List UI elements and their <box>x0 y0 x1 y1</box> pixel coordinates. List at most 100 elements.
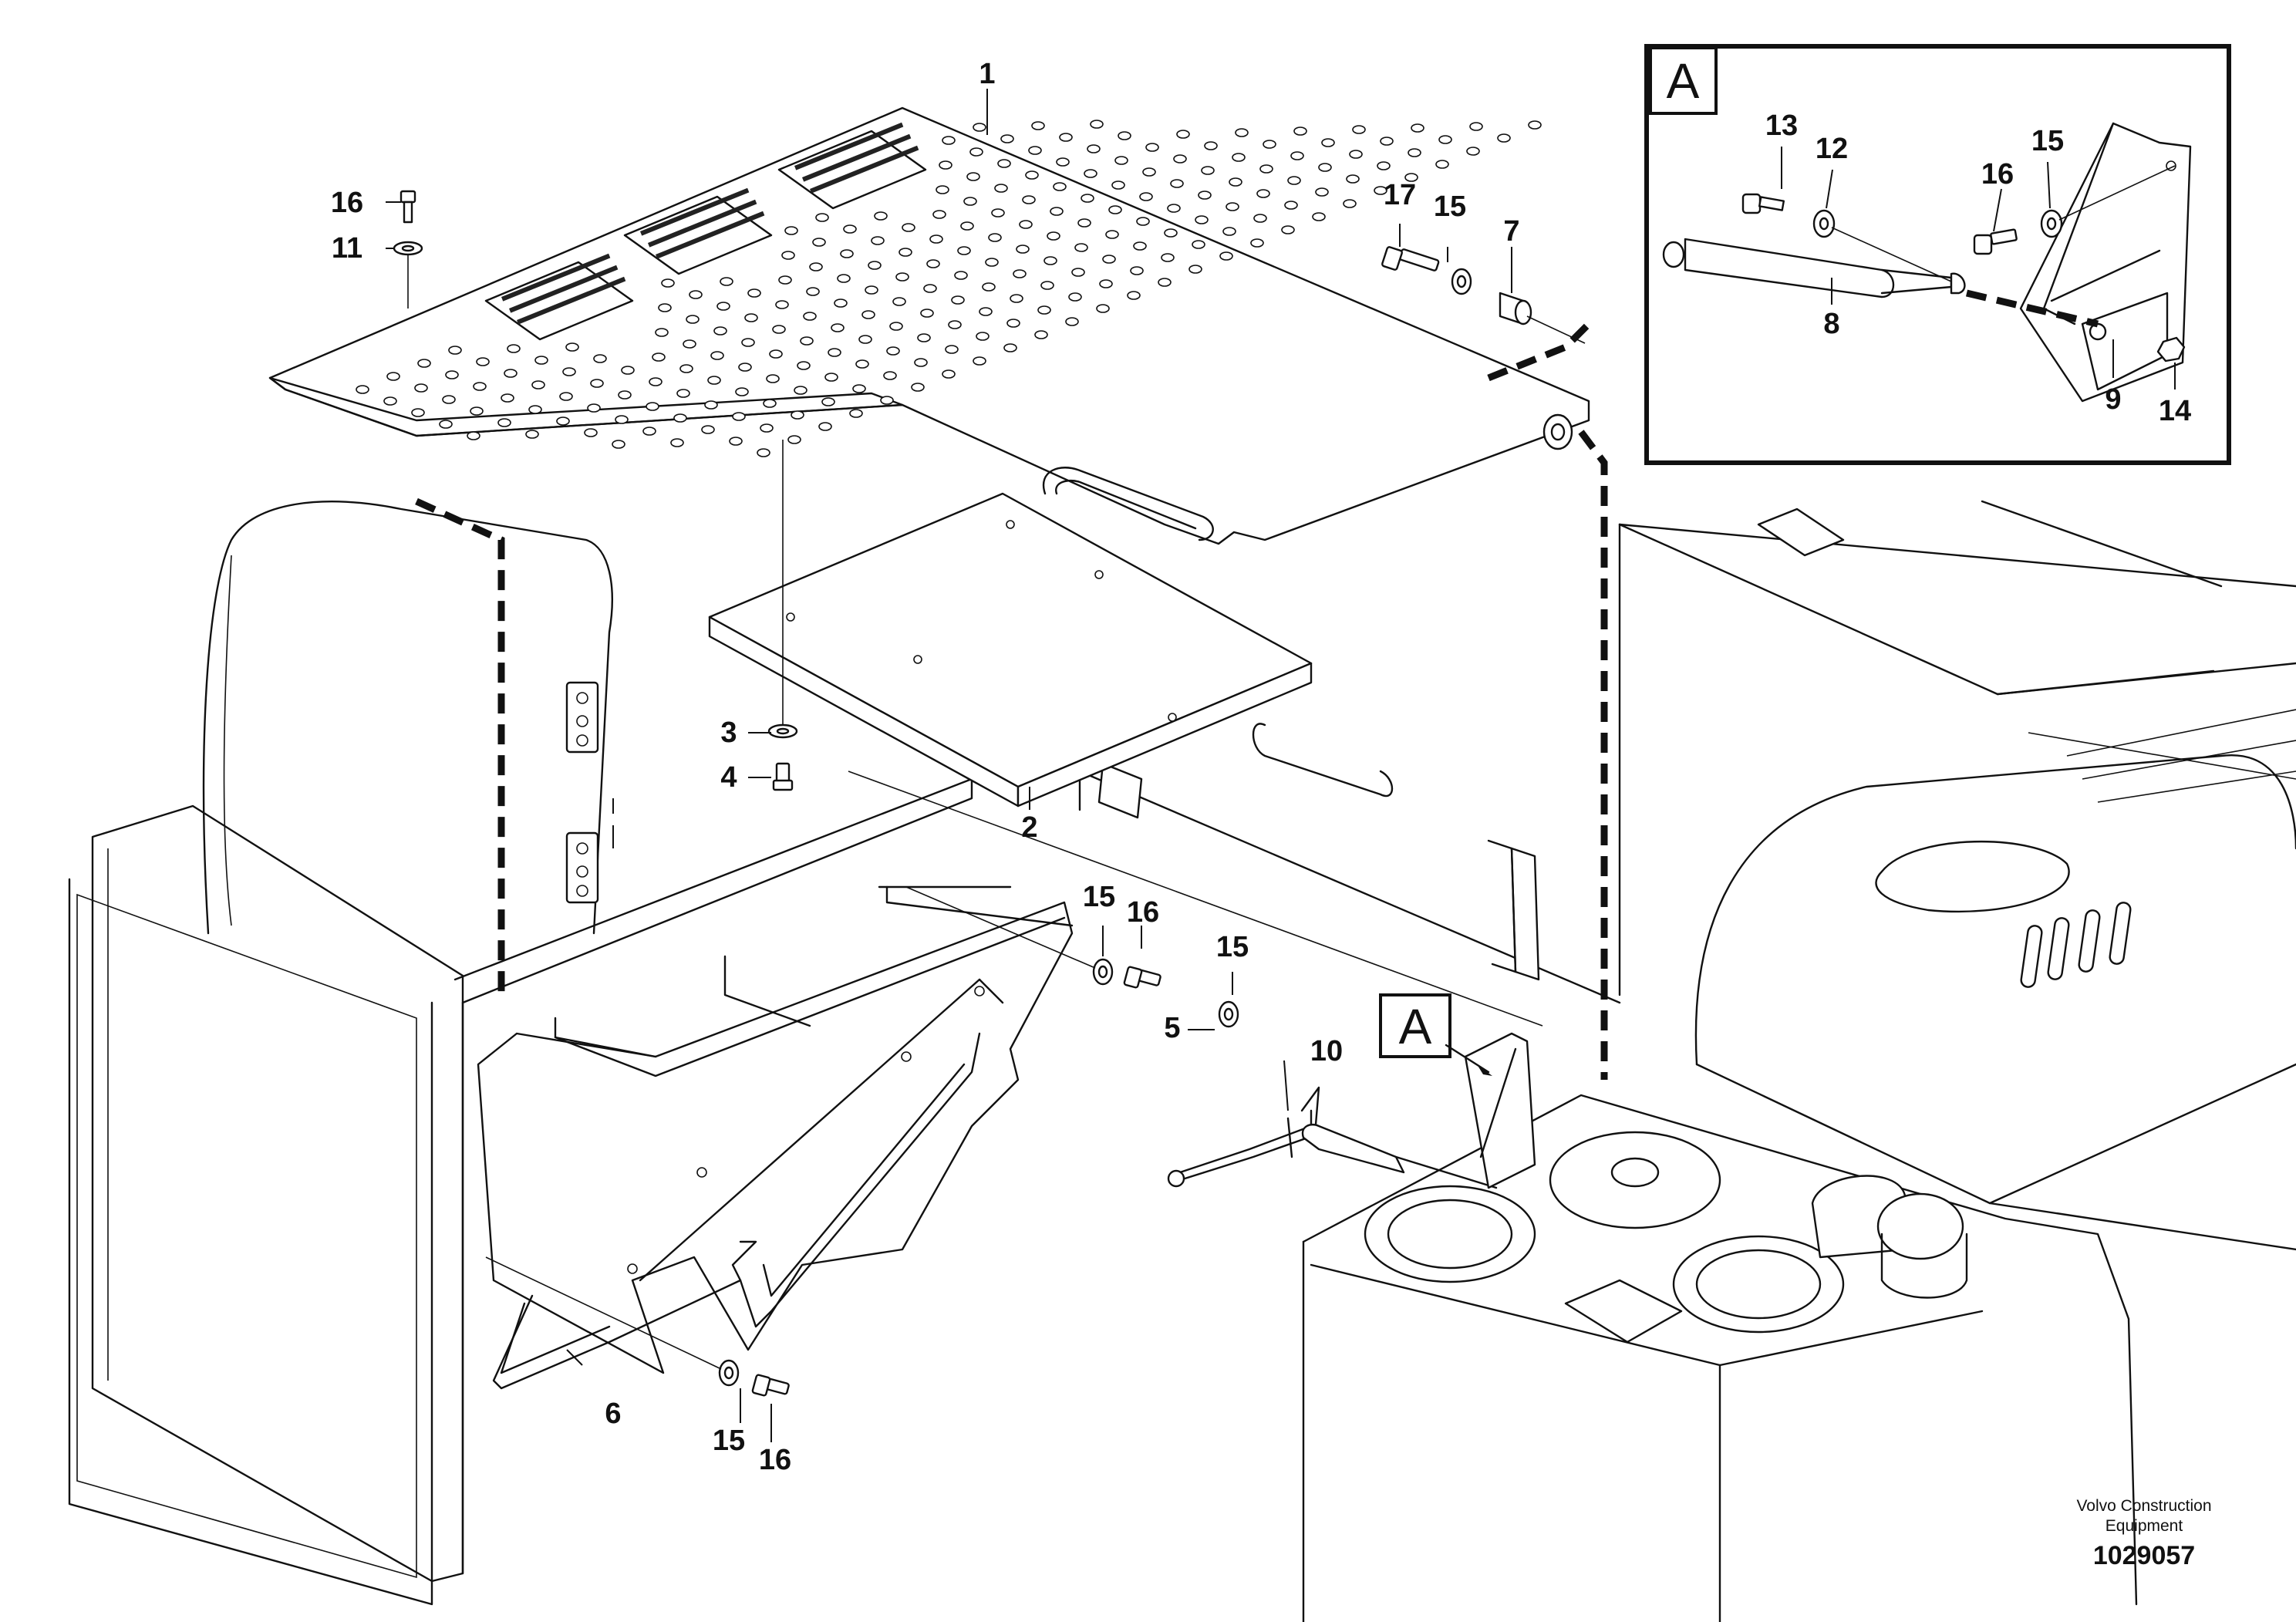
label-part-6: 6 <box>605 1398 621 1430</box>
perforation-hole <box>991 208 1005 218</box>
perforation-hole <box>1259 164 1273 174</box>
hardware-top-left <box>393 190 423 309</box>
perforation-hole <box>676 389 690 398</box>
perforation-hole <box>757 448 770 457</box>
perforation-hole <box>957 246 971 255</box>
perforation-hole <box>763 399 777 408</box>
perforation-hole <box>1256 189 1270 198</box>
perforation-hole <box>683 339 696 349</box>
perforation-hole <box>618 390 632 400</box>
perforation-hole <box>821 397 835 406</box>
label-part-3: 3 <box>720 717 737 749</box>
perforation-hole <box>858 335 872 344</box>
inset-label-14: 14 <box>2159 395 2191 427</box>
perforation-hole <box>809 262 823 271</box>
perforation-hole <box>1293 126 1307 136</box>
perforation-hole <box>948 320 962 329</box>
perforation-hole <box>1013 269 1027 278</box>
part-labels: 1 2 3 4 5 6 7 10 11 15 15 15 15 16 16 16… <box>331 58 1520 1476</box>
perforation-hole <box>414 383 428 393</box>
perforation-hole <box>655 328 669 337</box>
perforation-hole <box>593 354 607 363</box>
perforation-hole <box>1010 294 1023 303</box>
part-16-bolt-top-left <box>400 190 416 224</box>
perforation-hole <box>1219 251 1233 261</box>
perforation-hole <box>556 416 570 426</box>
perforation-hole <box>590 379 604 388</box>
perforation-hole <box>868 261 882 270</box>
perforation-hole <box>504 369 518 378</box>
perforation-hole <box>1019 220 1033 229</box>
perforation-hole <box>732 412 746 421</box>
perforation-hole <box>1312 212 1326 221</box>
inset-part-14-nut <box>2156 336 2186 363</box>
perforation-hole <box>966 172 980 181</box>
perforation-hole <box>800 336 814 346</box>
perforation-hole <box>874 211 888 221</box>
label-part-16-bottom: 16 <box>759 1444 791 1476</box>
hydraulic-tank <box>1302 1094 2138 1622</box>
perforation-hole <box>997 159 1011 168</box>
perforation-hole <box>1204 141 1218 150</box>
inset-part-9-bracket <box>2019 122 2192 403</box>
perforation-hole <box>791 410 804 420</box>
perforation-hole <box>1084 169 1097 178</box>
perforation-hole <box>926 259 940 268</box>
inset-detail-a: A <box>1644 44 2231 465</box>
perforation-hole <box>1315 187 1329 197</box>
perforation-hole <box>760 423 774 433</box>
perforation-hole <box>1201 166 1215 175</box>
perforation-hole <box>828 348 841 357</box>
perforation-hole <box>976 332 990 341</box>
louvre-vents <box>484 122 927 341</box>
perforation-hole <box>442 395 456 404</box>
perforation-hole <box>1056 157 1070 167</box>
perforation-hole <box>701 425 715 434</box>
perforation-hole <box>963 197 977 206</box>
label-part-15-top: 15 <box>1434 191 1466 223</box>
perforation-hole <box>713 326 727 336</box>
manufacturer-name: Volvo Construction Equipment <box>2036 1496 2252 1536</box>
perforation-hole <box>945 345 959 354</box>
part-2-pad <box>708 492 1313 808</box>
perforation-hole <box>920 309 934 318</box>
perforation-hole <box>1096 304 1110 313</box>
perforation-hole <box>531 380 545 389</box>
perforation-hole <box>501 393 514 403</box>
perforation-hole <box>1065 317 1079 326</box>
perforation-hole <box>562 367 576 376</box>
inset-part-12-washer <box>1812 209 1836 238</box>
perforation-hole <box>1037 305 1051 315</box>
perforation-hole <box>470 406 484 416</box>
perforation-hole <box>969 147 983 157</box>
perforation-hole <box>1028 146 1042 155</box>
inset-part-15-washer <box>2040 209 2063 238</box>
perforation-hole <box>895 272 909 282</box>
perforation-hole <box>1081 194 1094 203</box>
part-5-support-rod <box>1167 1086 1320 1188</box>
perforation-hole <box>892 297 906 306</box>
perforation-hole <box>1349 150 1363 159</box>
perforation-hole <box>1408 148 1421 157</box>
perforation-hole <box>855 359 869 369</box>
perforation-hole <box>942 369 956 379</box>
perforation-holes <box>356 120 1542 457</box>
perforation-hole <box>1263 140 1276 149</box>
document-number: 1029057 <box>2092 1541 2196 1570</box>
perforation-hole <box>612 440 625 449</box>
perforation-hole <box>1235 128 1249 137</box>
part-7-spacer <box>1499 292 1532 325</box>
perforation-hole <box>534 356 548 365</box>
part-17-bolt <box>1381 246 1440 271</box>
perforation-hole <box>1099 279 1113 288</box>
perforation-hole <box>565 342 579 352</box>
perforation-hole <box>1346 174 1360 184</box>
perforation-hole <box>652 352 666 362</box>
inset-part-13-bolt <box>1741 193 1785 214</box>
perforation-hole <box>525 430 539 439</box>
perforation-hole <box>794 386 807 395</box>
perforation-hole <box>1040 281 1054 290</box>
perforation-hole <box>1016 244 1030 254</box>
manufacturer-line-1: Volvo Construction <box>2076 1497 2212 1515</box>
inset-label-15: 15 <box>2031 125 2064 157</box>
